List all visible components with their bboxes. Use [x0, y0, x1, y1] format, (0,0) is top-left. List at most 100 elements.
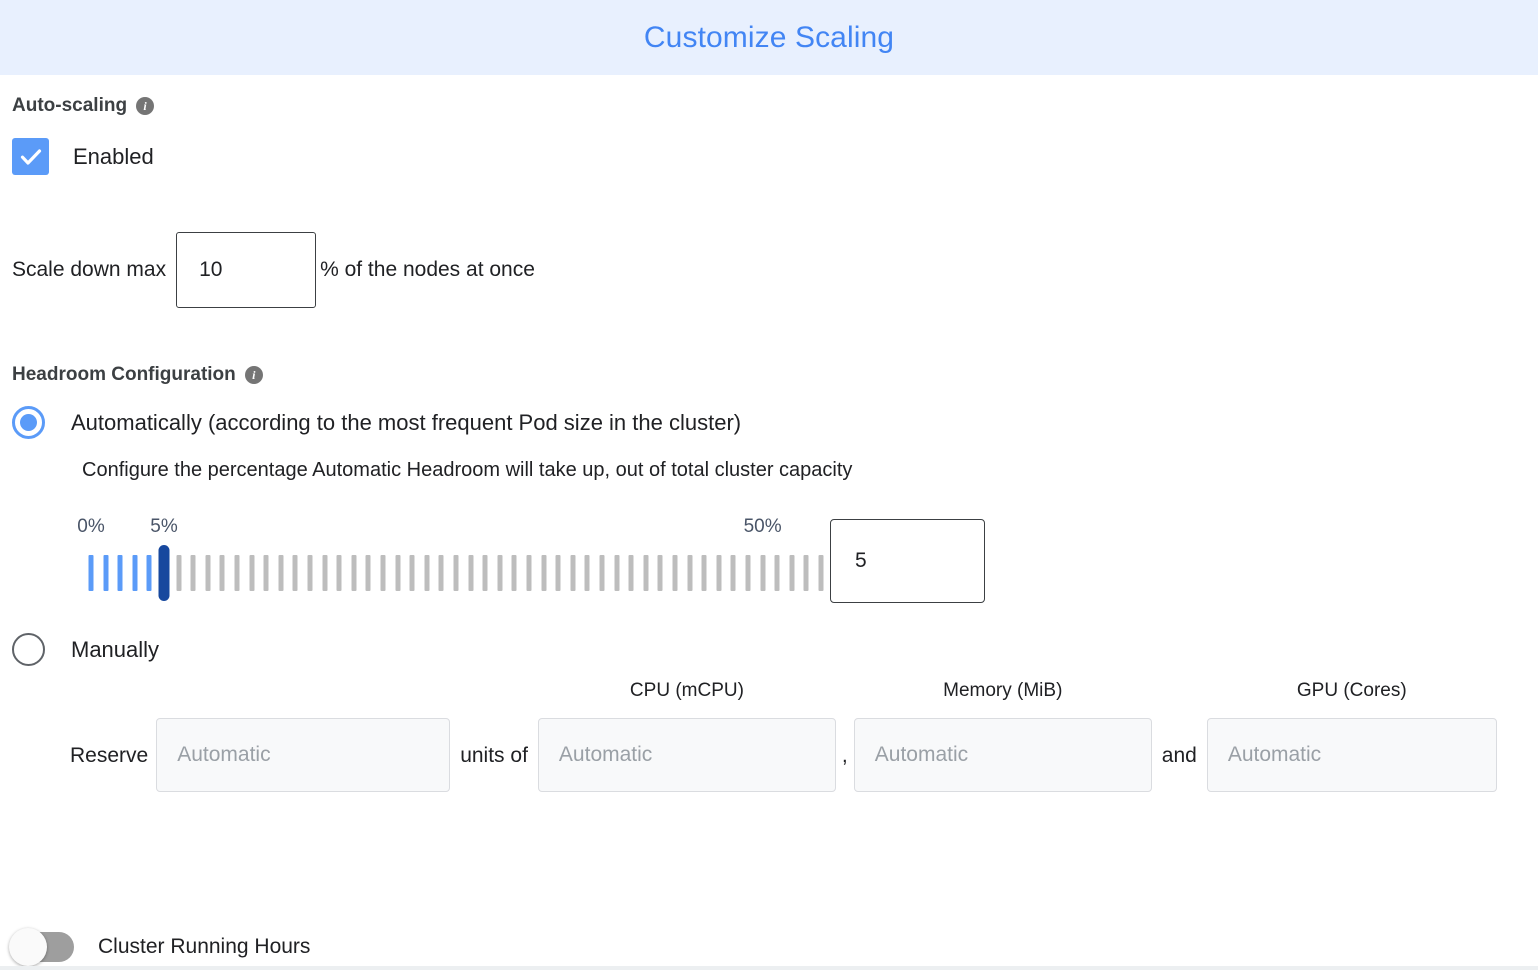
slider-tick [307, 555, 313, 591]
slider-min-label: 0% [77, 516, 105, 537]
gpu-input[interactable]: Automatic [1206, 718, 1497, 792]
slider-tick [789, 555, 795, 591]
slider-tick [453, 555, 459, 591]
slider-tick [526, 555, 532, 591]
gpu-field-label: GPU (Cores) [1296, 680, 1407, 701]
slider-labels: 0% 5% 50% [77, 516, 819, 544]
slider-tick [628, 555, 634, 591]
slider-tick [336, 555, 342, 591]
slider-tick [438, 555, 444, 591]
scale-down-max-suffix: % of the nodes at once [320, 258, 535, 281]
info-icon[interactable]: i [244, 366, 263, 384]
cpu-input[interactable]: Automatic [537, 718, 836, 792]
slider-tick [774, 555, 780, 591]
radio-automatic-dot [20, 414, 37, 431]
slider-tick [541, 555, 547, 591]
slider-tick [614, 555, 620, 591]
radio-manually[interactable] [12, 633, 45, 666]
headroom-automatic-row[interactable]: Automatically (according to the most fre… [12, 406, 1526, 439]
headroom-automatic-description: Configure the percentage Automatic Headr… [82, 459, 853, 481]
slider-tick [190, 555, 196, 591]
dialog-header: Customize Scaling [0, 0, 1538, 75]
headroom-slider-area: 0% 5% 50% 5 [12, 516, 1526, 611]
slider-tick [687, 555, 693, 591]
slider-tick [657, 555, 663, 591]
reserve-units-field-group: Automatic [156, 680, 451, 792]
scale-down-max-input[interactable]: 10 [176, 232, 317, 308]
slider-tick [584, 555, 590, 591]
cpu-field-group: CPU (mCPU) Automatic [537, 680, 836, 792]
slider-tick [672, 555, 678, 591]
cluster-running-hours-label: Cluster Running Hours [98, 935, 311, 958]
headroom-manual-row[interactable]: Manually [12, 633, 1526, 666]
page-title: Customize Scaling [643, 20, 895, 54]
slider-tick [511, 555, 517, 591]
comma-separator: , [841, 744, 848, 767]
slider-tick [322, 555, 328, 591]
memory-input[interactable]: Automatic [853, 718, 1152, 792]
slider-tick [205, 555, 211, 591]
memory-field-label: Memory (MiB) [943, 680, 1063, 701]
slider-tick [745, 555, 751, 591]
slider-tick [818, 555, 824, 591]
slider-tick [555, 555, 561, 591]
slider-thumb[interactable] [158, 545, 170, 601]
slider-tick [365, 555, 371, 591]
slider-tick [716, 555, 722, 591]
reserve-units-input[interactable]: Automatic [156, 718, 451, 792]
bottom-divider [0, 966, 1538, 970]
auto-scaling-label: Auto-scaling [12, 95, 128, 116]
radio-automatic-label: Automatically (according to the most fre… [71, 409, 742, 435]
slider-tick [395, 555, 401, 591]
cpu-field-label: CPU (mCPU) [629, 680, 744, 701]
slider-tick [278, 555, 284, 591]
dialog-body: Auto-scaling i Enabled Scale down max 10… [0, 75, 1538, 970]
slider-tick [292, 555, 298, 591]
memory-field-group: Memory (MiB) Automatic [853, 680, 1152, 792]
slider-tick [380, 555, 386, 591]
slider-tick [468, 555, 474, 591]
slider-tick [803, 555, 809, 591]
slider-tick [482, 555, 488, 591]
radio-manually-label: Manually [71, 636, 160, 662]
slider-tick [351, 555, 357, 591]
reserve-label: Reserve [70, 744, 149, 767]
headroom-percentage-input[interactable]: 5 [830, 519, 985, 603]
cluster-running-hours-toggle[interactable] [9, 928, 74, 966]
units-of-label: units of [460, 744, 528, 767]
slider-tick [424, 555, 430, 591]
and-label: and [1161, 744, 1197, 767]
toggle-knob [9, 928, 47, 966]
headroom-section-heading: Headroom Configuration i [12, 364, 1526, 386]
slider-tick [643, 555, 649, 591]
auto-scaling-enabled-row[interactable]: Enabled [12, 138, 1526, 175]
headroom-percentage-slider[interactable] [88, 545, 824, 601]
slider-tick [132, 555, 138, 591]
slider-tick [219, 555, 225, 591]
slider-max-label: 50% [743, 516, 782, 537]
info-icon[interactable]: i [136, 97, 155, 115]
slider-tick [176, 555, 182, 591]
auto-scaling-section-heading: Auto-scaling i [12, 75, 1526, 117]
headroom-label: Headroom Configuration [12, 364, 236, 385]
enabled-label: Enabled [73, 143, 154, 169]
cluster-running-hours-row[interactable]: Cluster Running Hours [9, 928, 311, 966]
slider-tick [103, 555, 109, 591]
slider-tick [599, 555, 605, 591]
headroom-configuration-section: Headroom Configuration i Automatically (… [12, 364, 1526, 792]
slider-tick [730, 555, 736, 591]
gpu-field-group: GPU (Cores) Automatic [1206, 680, 1497, 792]
reserve-units-field-label [156, 680, 450, 704]
scale-down-max-label: Scale down max [12, 258, 167, 281]
slider-value-label: 5% [150, 516, 178, 537]
slider-tick [146, 555, 152, 591]
slider-tick [88, 555, 94, 591]
slider-tick [117, 555, 123, 591]
slider-tick [570, 555, 576, 591]
slider-tick [263, 555, 269, 591]
reserve-fields-row: Reserve Automatic units of CPU (mCPU) Au… [12, 680, 1526, 792]
slider-tick [409, 555, 415, 591]
radio-automatic[interactable] [12, 406, 45, 439]
slider-tick [234, 555, 240, 591]
enabled-checkbox[interactable] [12, 138, 49, 175]
